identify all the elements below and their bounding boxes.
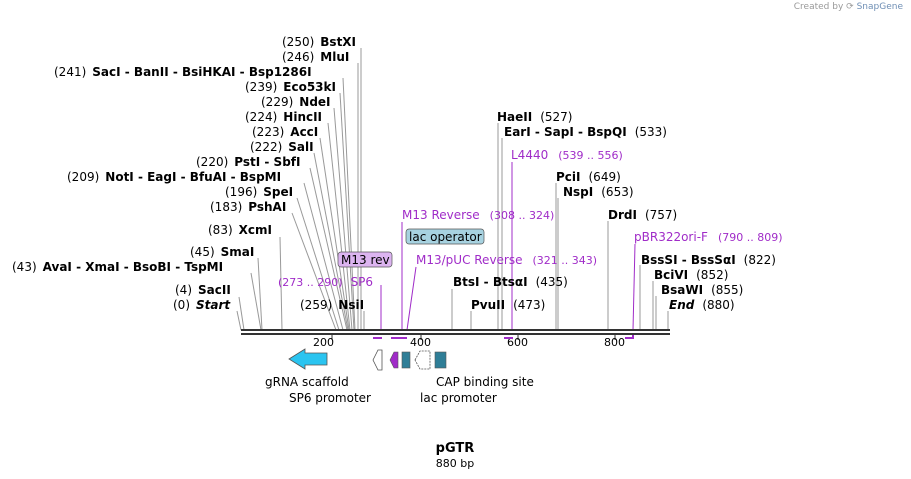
site-eari: EarI - SapI - BspQI(533) (504, 125, 667, 139)
ruler-labels: 200 400 600 800 (313, 336, 625, 349)
primer-bars (373, 335, 634, 339)
primer-sp6: (273 .. 290)SP6 (278, 275, 373, 289)
site-end: End(880) (669, 298, 735, 312)
feature-lac-promoter: lac promoter (420, 391, 497, 405)
feature-sp6-promoter: SP6 promoter (289, 391, 371, 405)
site-drdi: DrdI(757) (608, 208, 677, 222)
site-psti: (220)PstI - SbfI (196, 155, 300, 169)
m13-rev-label-box: M13 rev (337, 251, 393, 268)
site-smai: (45)SmaI (190, 245, 254, 259)
site-nspi: NspI(653) (563, 185, 634, 199)
site-pshai: (183)PshAI (210, 200, 286, 214)
m13-rev-feature-icon (389, 351, 399, 369)
feature-labels: gRNA scaffold SP6 promoter CAP binding s… (265, 375, 534, 405)
site-avai: (43)AvaI - XmaI - BsoBI - TspMI (12, 260, 223, 274)
site-pvuii: PvuII(473) (471, 298, 545, 312)
tick-label-200: 200 (313, 336, 334, 349)
site-btsi: BtsI - BtsαI(435) (453, 275, 568, 289)
snapgene-logo-icon: ⟳ (846, 2, 854, 12)
site-start: (0)Start (173, 298, 231, 312)
m13-rev-label: M13 rev (341, 253, 390, 267)
site-bsssi: BssSI - BssSαI(822) (641, 253, 776, 267)
site-bcivi: BciVI(852) (654, 268, 728, 282)
cap-binding-site-icon (434, 351, 447, 369)
created-by-credit: Created by ⟳ SnapGene (794, 2, 903, 12)
site-saci: (241)SacI - BanII - BsiHKAI - Bsp1286I (54, 65, 312, 79)
site-mlui: (246)MluI (282, 50, 349, 64)
site-acci: (223)AccI (252, 125, 318, 139)
lac-operator-label-box: lac operator (405, 228, 485, 245)
site-eco53ki: (239)Eco53kI (245, 80, 336, 94)
site-bstxi: (250)BstXI (282, 35, 356, 49)
plasmid-length: 880 bp (436, 457, 474, 470)
plasmid-name: pGTR (436, 441, 475, 456)
site-pcii: PciI(649) (556, 170, 621, 184)
site-hincii: (224)HincII (245, 110, 322, 124)
primer-m13-reverse: M13 Reverse(308 .. 324) (402, 208, 554, 222)
site-xcmi: (83)XcmI (208, 223, 272, 237)
tick-label-400: 400 (410, 336, 431, 349)
enzyme-sites: (250)BstXI (246)MluI (241)SacI - BanII -… (12, 35, 776, 312)
site-nsii: (259)NsiI (300, 298, 364, 312)
feature-grna-scaffold: gRNA scaffold (265, 375, 349, 389)
site-noti: (209)NotI - EagI - BfuAI - BspMI (67, 170, 281, 184)
primer-connectors (380, 162, 636, 331)
feature-cap-binding-site: CAP binding site (436, 375, 534, 389)
site-ndei: (229)NdeI (261, 95, 331, 109)
site-haeii: HaeII(527) (497, 110, 573, 124)
ruler-ticks (331, 335, 616, 340)
lac-operator-label: lac operator (409, 230, 482, 244)
grna-scaffold-arrow-icon (288, 348, 328, 370)
features (288, 348, 447, 371)
primer-pbr322ori-f: pBR322ori-F(790 .. 809) (634, 230, 783, 244)
site-spei: (196)SpeI (225, 185, 293, 199)
primer-l4440: L4440(539 .. 556) (511, 148, 623, 162)
site-sacii: (4)SacII (175, 283, 231, 297)
tick-label-600: 600 (507, 336, 528, 349)
created-by-text: Created by (793, 2, 844, 12)
primer-labels: L4440(539 .. 556) M13 Reverse(308 .. 324… (278, 148, 783, 289)
lac-promoter-arrow-icon (414, 350, 431, 370)
tick-label-800: 800 (604, 336, 625, 349)
snapgene-brand: SnapGene (856, 2, 903, 12)
lac-operator-feature-icon (401, 351, 411, 369)
backbone (241, 329, 670, 335)
site-connectors (236, 48, 669, 331)
site-bsawi: BsaWI(855) (661, 283, 743, 297)
primer-m13-puc-reverse: M13/pUC Reverse(321 .. 343) (416, 253, 597, 267)
sp6-promoter-arrow-icon (372, 349, 383, 371)
site-sali: (222)SalI (250, 140, 314, 154)
